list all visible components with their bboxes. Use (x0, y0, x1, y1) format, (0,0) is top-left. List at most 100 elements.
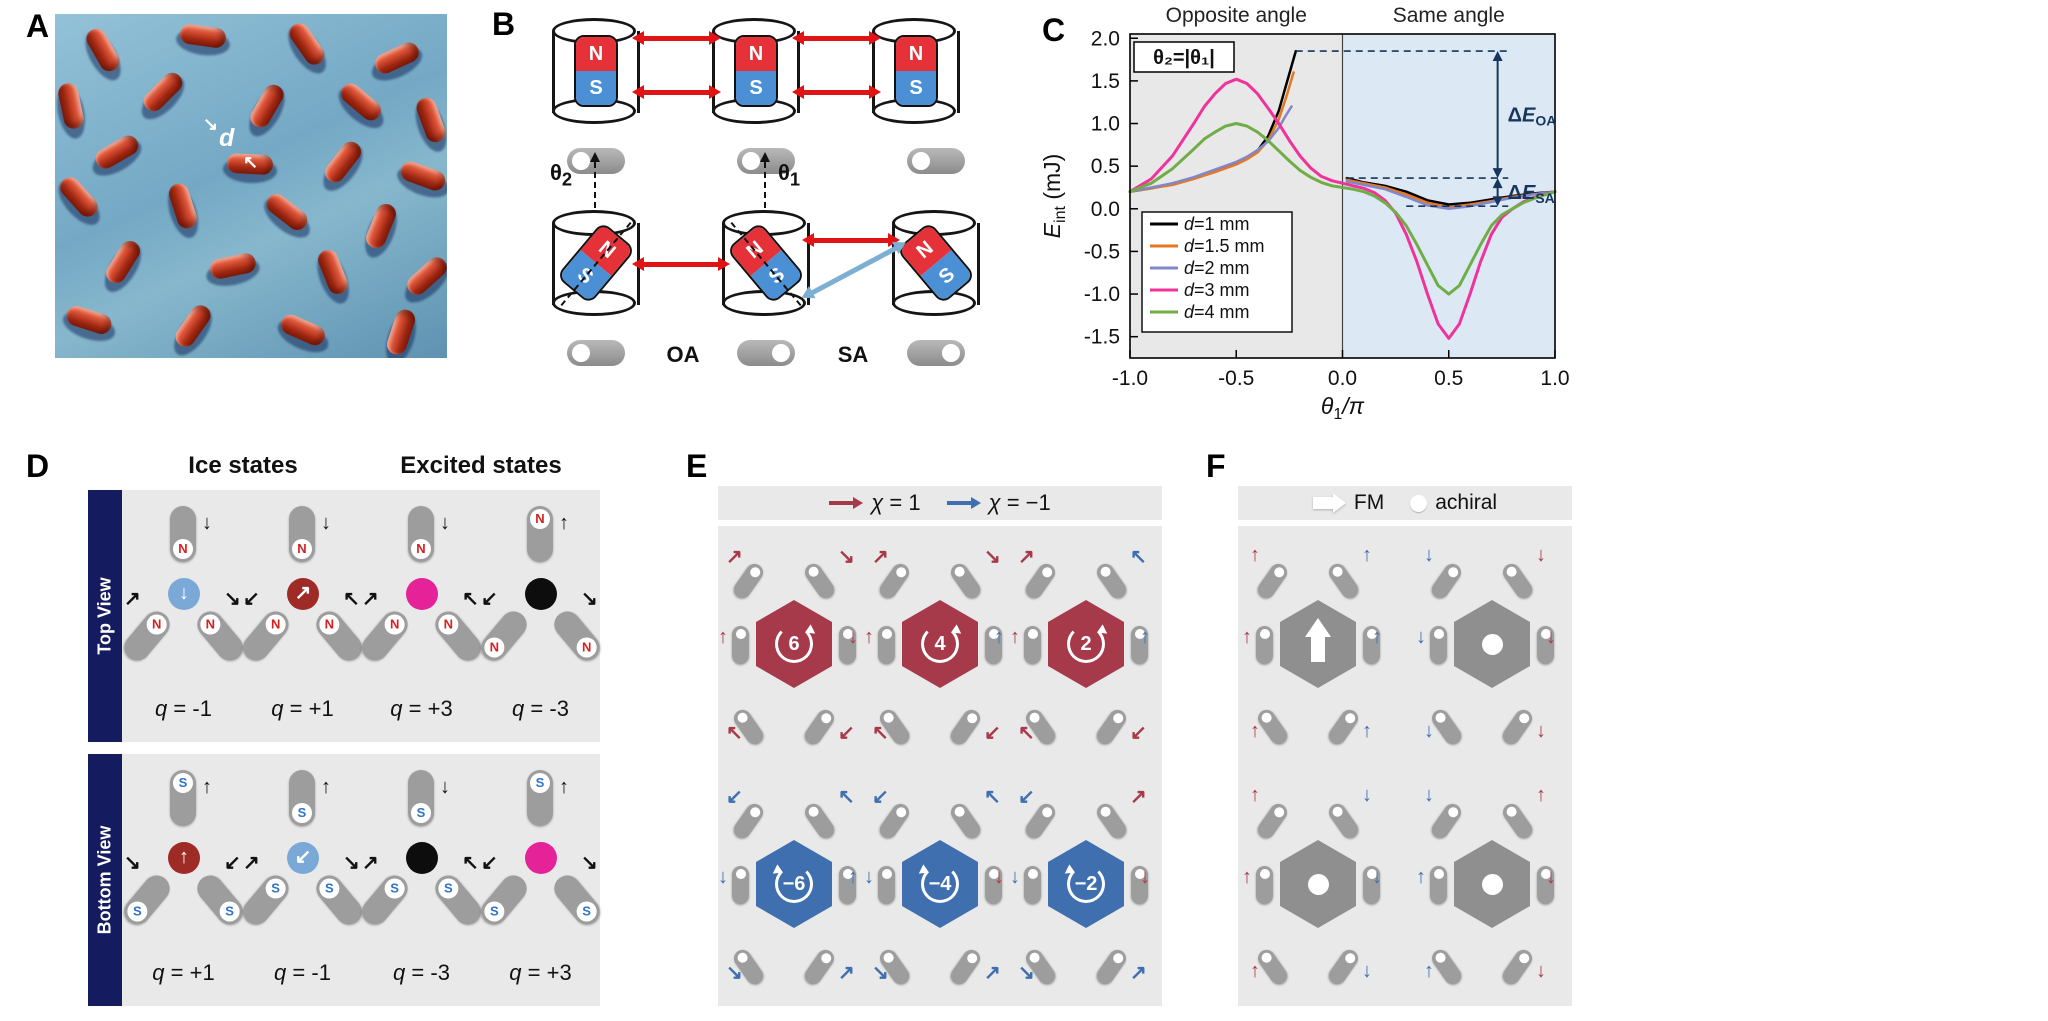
moment-arrow: ↑ (559, 512, 569, 534)
pole-dot (1540, 869, 1551, 879)
pole-label: S (173, 773, 193, 793)
moment-arrow: ↖ (726, 722, 743, 744)
pole-dot (893, 805, 908, 819)
pole-label: N (200, 614, 221, 635)
moment-arrow: ↘ (984, 546, 1001, 568)
magnet-pill: S (289, 770, 315, 826)
pole-dot (1027, 629, 1038, 639)
charge-circle (406, 842, 438, 874)
moment-arrow: ↑ (1536, 784, 1546, 806)
winding-number: 6 (788, 633, 800, 655)
cage-side (807, 223, 810, 305)
top-view-pill (907, 340, 965, 366)
moment-arrow: ↗ (243, 852, 260, 874)
nanomagnet-pill (1024, 866, 1041, 904)
pole-dot (1039, 805, 1054, 819)
moment-arrow: ↓ (1536, 720, 1546, 742)
y-tick-label: -1.5 (1084, 326, 1120, 349)
pole-dot (1259, 951, 1274, 965)
moment-arrow: ↓ (1424, 544, 1434, 566)
cage-side (977, 223, 980, 305)
cage-side (637, 31, 640, 113)
view-strip-label: Bottom View (94, 825, 115, 935)
pole-dot (1098, 565, 1113, 579)
nanomagnet-pill (1537, 866, 1554, 904)
charge-circle: ↑ (168, 842, 200, 874)
theta2-label: θ2 (550, 160, 572, 190)
moment-arrow: ↘ (224, 588, 241, 610)
panel-label-d: D (26, 448, 50, 484)
pole-dot (1259, 711, 1274, 725)
chirality-ring: −2 (1061, 864, 1105, 903)
pole-dot (1134, 869, 1145, 879)
legend-label: χ = 1 (871, 490, 921, 515)
moment-arrow: ↗ (872, 546, 889, 568)
pole-dot (1110, 951, 1125, 965)
cage-side (552, 31, 555, 113)
nanomagnet-pill (732, 626, 749, 664)
moment-arrow: ↑ (1250, 720, 1260, 742)
pole-dot (1039, 565, 1054, 579)
pole-label: S (127, 901, 148, 922)
ring-arc (1067, 865, 1105, 903)
moment-arrow: ↓ (994, 866, 1004, 888)
cage-side (552, 223, 555, 305)
pole-dot (942, 344, 960, 362)
arrow-head (1492, 178, 1503, 189)
moment-arrow: ↘ (343, 852, 360, 874)
ring-arc (921, 625, 959, 663)
pole-dot (1330, 565, 1345, 579)
fm-arrow-head (1305, 618, 1331, 637)
magnet-pill: N (170, 506, 196, 562)
pole-dot (1271, 565, 1286, 579)
hex-cluster: −6↙↖↓↑↘↗ (718, 772, 862, 1004)
pole-label: N (319, 614, 340, 635)
moment-arrow: ↗ (726, 546, 743, 568)
moment-arrow: ↑ (1362, 720, 1372, 742)
moment-arrow: ↓ (1362, 960, 1372, 982)
fm-label: FM (1353, 491, 1385, 514)
theta1-label: θ1 (778, 160, 800, 190)
north-pole: N (896, 37, 936, 71)
x-tick-label: -1.0 (1112, 367, 1148, 390)
moment-arrow: ↑ (1250, 784, 1260, 806)
pole-label: S (438, 878, 459, 899)
gap-arrow-icon: ↖ (243, 152, 259, 172)
region-label: Same angle (1393, 4, 1505, 27)
coupling-arrow (792, 31, 881, 45)
pole-label: S (576, 901, 597, 922)
moment-arrow: ↑ (202, 776, 212, 798)
magnet-pill: N (289, 506, 315, 562)
moment-arrow: ↑ (718, 626, 728, 648)
y-tick-label: 1.0 (1091, 113, 1120, 136)
legend-item: χ = −1 (946, 490, 1051, 516)
cage-side (872, 31, 875, 113)
moment-arrow: ↑ (1250, 960, 1260, 982)
nanomagnet-pill (985, 626, 1002, 664)
coupling-arrow (802, 233, 900, 247)
pole-dot (772, 344, 790, 362)
legend-label: d=3 mm (1184, 280, 1250, 300)
nanomagnet-pill (1325, 800, 1362, 842)
ring-arc (775, 625, 813, 663)
legend-label: d=4 mm (1184, 302, 1250, 322)
y-tick-label: 0.5 (1091, 155, 1120, 178)
nanomagnet-pill (1093, 706, 1130, 748)
top-view-pill (567, 148, 625, 174)
moment-arrow: ↓ (1546, 626, 1556, 648)
charge-circle (525, 578, 557, 610)
achiral-circle (1482, 874, 1503, 895)
legend-label: χ = −1 (988, 490, 1051, 515)
theta-subscript: 2 (561, 168, 573, 190)
moment-arrow: ↓ (1424, 720, 1434, 742)
fm-achiral-grid: ↑↑↑↑↑↑↓↓↓↓↓↓↑↓↑↓↑↓↓↑↑↓↑↓ (1238, 526, 1572, 1006)
pole-dot (572, 344, 590, 362)
fm-arrow-head (1332, 493, 1346, 513)
pole-label: N (173, 539, 193, 559)
top-view-pill (737, 340, 795, 366)
